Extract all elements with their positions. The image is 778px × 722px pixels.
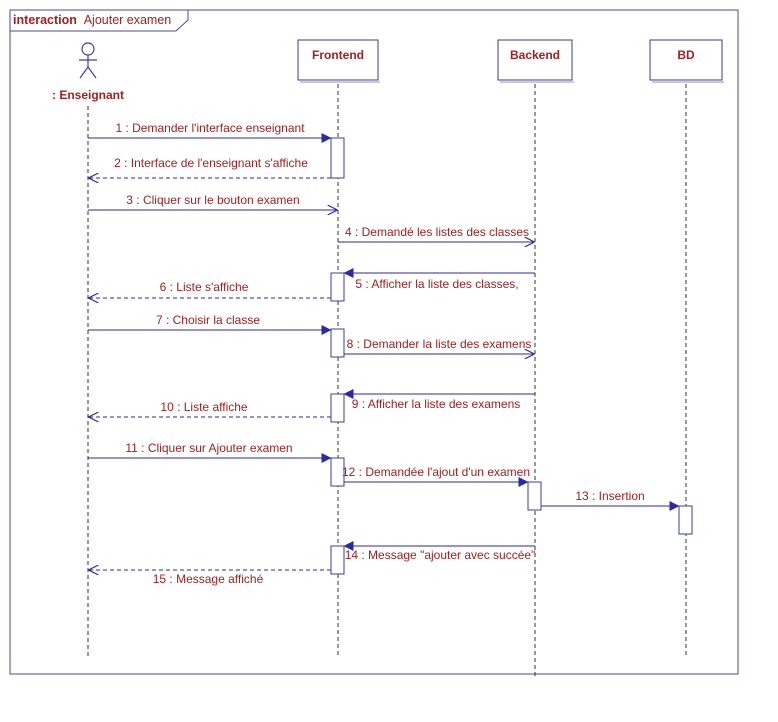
lifeline-backend-name: Backend: [510, 48, 560, 62]
message-11: 11 : Cliquer sur Ajouter examen: [88, 441, 332, 463]
message-3-label: 3 : Cliquer sur le bouton examen: [126, 193, 299, 207]
message-6-label: 6 : Liste s'affiche: [160, 280, 249, 294]
lifeline-frontend: Frontend: [297, 39, 380, 83]
frame-tab: [10, 9, 189, 32]
message-13: 13 : Insertion: [541, 489, 680, 511]
activation-bd-1: [678, 505, 693, 535]
message-7: 7 : Choisir la classe: [88, 313, 332, 335]
message-8-label: 8 : Demander la liste des examens: [347, 337, 532, 351]
activation-backend-1: [527, 481, 542, 511]
message-15-label: 15 : Message affiché: [153, 572, 264, 586]
activation-frontend-1: [330, 137, 345, 179]
frame-name: Ajouter examen: [84, 13, 172, 27]
message-1-label: 1 : Demander l'interface enseignant: [115, 121, 305, 135]
message-11-label: 11 : Cliquer sur Ajouter examen: [125, 441, 292, 455]
frame-title: interaction Ajouter examen: [13, 13, 171, 27]
actor-name: : Enseignant: [52, 88, 124, 102]
message-12-label: 12 : Demandée l'ajout d'un examen: [342, 465, 530, 479]
message-14-label: 14 : Message "ajouter avec succée": [345, 548, 536, 562]
message-9-label: 9 : Afficher la liste des examens: [352, 397, 521, 411]
lifeline-frontend-name: Frontend: [312, 48, 364, 62]
actor-leg-right: [87, 66, 97, 79]
lifeline-frontend-box: [297, 39, 379, 81]
message-2: 2 : Interface de l'enseignant s'affiche: [89, 156, 331, 178]
lifeline-backend-box: [497, 39, 573, 81]
message-4-label: 4 : Demandé les listes des classes: [345, 225, 529, 239]
message-9: 9 : Afficher la liste des examens: [343, 389, 535, 411]
message-15: 15 : Message affiché: [89, 570, 331, 586]
actor-leg-left: [79, 66, 89, 79]
message-6: 6 : Liste s'affiche: [89, 280, 331, 298]
frame-keyword: interaction: [13, 13, 77, 27]
activation-frontend-2: [330, 272, 345, 302]
message-13-label: 13 : Insertion: [575, 489, 644, 503]
message-1: 1 : Demander l'interface enseignant: [88, 121, 332, 143]
activation-frontend-4: [330, 393, 345, 423]
message-12: 12 : Demandée l'ajout d'un examen: [342, 465, 530, 487]
message-5: 5 : Afficher la liste des classes,: [343, 268, 535, 291]
message-14: 14 : Message "ajouter avec succée": [343, 541, 536, 562]
activation-frontend-3: [330, 328, 345, 358]
message-10: 10 : Liste affiche: [89, 400, 331, 417]
message-5-label: 5 : Afficher la liste des classes,: [355, 277, 518, 291]
message-4: 4 : Demandé les listes des classes: [338, 225, 534, 242]
lifeline-bd-name: BD: [677, 48, 695, 62]
lifeline-bd-box: [649, 39, 723, 81]
actor-enseignant: [79, 42, 97, 79]
message-2-label: 2 : Interface de l'enseignant s'affiche: [114, 156, 308, 170]
lifeline-bd: BD: [649, 39, 724, 83]
actor-head: [81, 42, 95, 56]
activation-frontend-6: [330, 545, 345, 575]
message-3: 3 : Cliquer sur le bouton examen: [88, 193, 337, 210]
message-7-label: 7 : Choisir la classe: [156, 313, 260, 327]
interaction-frame: [9, 9, 739, 675]
lifeline-backend: Backend: [497, 39, 574, 83]
message-10-label: 10 : Liste affiche: [160, 400, 247, 414]
activation-frontend-5: [330, 457, 345, 487]
message-8: 8 : Demander la liste des examens: [344, 337, 534, 354]
